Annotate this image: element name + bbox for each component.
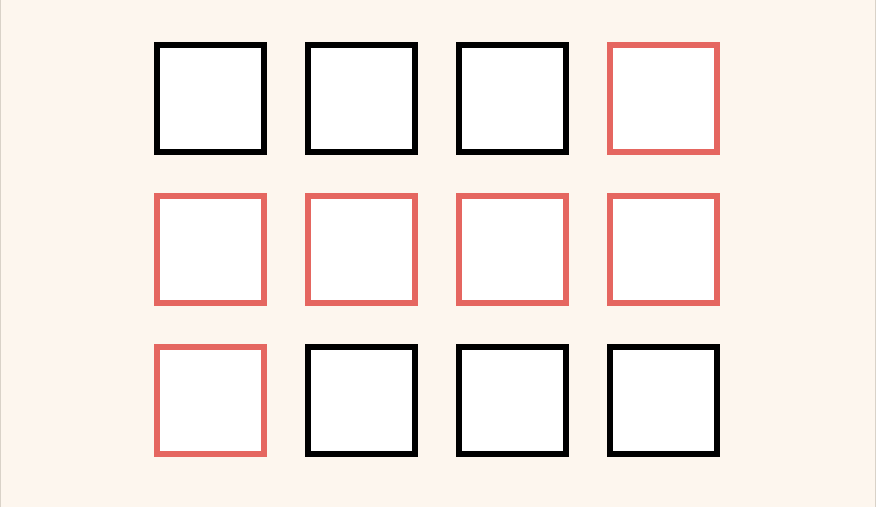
tile-r3-c3-black[interactable]: [456, 344, 569, 457]
tile-r1-c3-black[interactable]: [456, 42, 569, 155]
tile-r2-c4-red[interactable]: [607, 193, 720, 306]
tile-r2-c2-red[interactable]: [305, 193, 418, 306]
tile-r2-c3-red[interactable]: [456, 193, 569, 306]
tile-r1-c1-black[interactable]: [154, 42, 267, 155]
tile-r3-c4-black[interactable]: [607, 344, 720, 457]
tile-r3-c1-red[interactable]: [154, 344, 267, 457]
tile-r3-c2-black[interactable]: [305, 344, 418, 457]
tile-r1-c2-black[interactable]: [305, 42, 418, 155]
tile-r2-c1-red[interactable]: [154, 193, 267, 306]
tile-r1-c4-red[interactable]: [607, 42, 720, 155]
tile-grid: [154, 42, 720, 457]
